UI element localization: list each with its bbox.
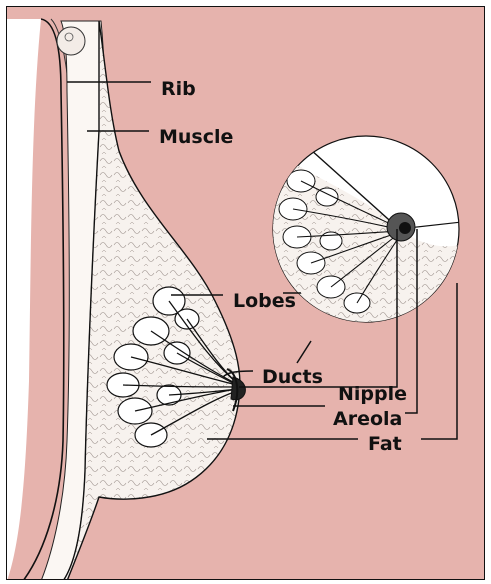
- label-ducts: Ducts: [262, 368, 323, 387]
- label-fat: Fat: [368, 435, 402, 454]
- label-areola: Areola: [333, 410, 402, 429]
- label-rib: Rib: [161, 80, 196, 99]
- label-lobes: Lobes: [233, 292, 296, 311]
- label-muscle: Muscle: [159, 128, 233, 147]
- chest-cavity: [7, 19, 41, 580]
- diagram-frame: Rib Muscle Lobes Ducts Nipple Areola Fat: [6, 6, 485, 580]
- label-nipple: Nipple: [338, 385, 407, 404]
